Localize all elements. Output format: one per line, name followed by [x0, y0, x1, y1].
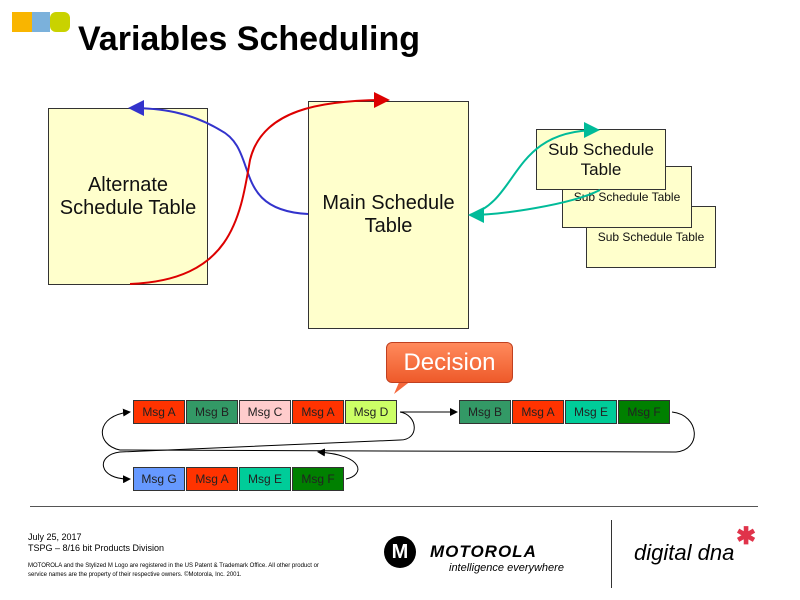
- message-slot: Msg A: [133, 400, 185, 424]
- message-slot: Msg A: [186, 467, 238, 491]
- message-slot: Msg F: [292, 467, 344, 491]
- message-slot: Msg E: [565, 400, 617, 424]
- main-schedule-table: Main Schedule Table: [308, 101, 469, 329]
- sub-schedule-table-1: Sub Schedule Table: [536, 129, 666, 190]
- sub-table-label: Sub Schedule Table: [548, 139, 654, 179]
- message-slot: Msg A: [292, 400, 344, 424]
- footer-division: TSPG – 8/16 bit Products Division: [28, 543, 165, 553]
- message-slot: Msg E: [239, 467, 291, 491]
- message-slot: Msg A: [512, 400, 564, 424]
- message-slot: Msg F: [618, 400, 670, 424]
- alternate-table-label: Alternate Schedule Table: [59, 173, 197, 219]
- digitaldna-wordmark: digital dna: [634, 540, 735, 565]
- alternate-schedule-table: Alternate Schedule Table: [48, 108, 208, 285]
- motorola-tagline: intelligence everywhere: [449, 562, 564, 574]
- motorola-logo-icon: M: [384, 536, 416, 568]
- footer-date: July 25, 2017: [28, 532, 82, 542]
- message-slot: Msg G: [133, 467, 185, 491]
- message-slot: Msg B: [459, 400, 511, 424]
- sub-table-label: Sub Schedule Table: [573, 190, 681, 204]
- footer-divider: [30, 506, 758, 507]
- message-slot: Msg D: [345, 400, 397, 424]
- page-title: Variables Scheduling: [78, 20, 421, 58]
- footer-legal: MOTOROLA and the Stylized M Logo are reg…: [28, 563, 319, 578]
- motorola-wordmark: MOTOROLA: [430, 542, 537, 561]
- decision-callout: Decision: [386, 342, 513, 383]
- decision-label: Decision: [403, 348, 496, 376]
- nxp-logo: [12, 10, 72, 34]
- logo-divider: [611, 520, 612, 588]
- message-slot: Msg B: [186, 400, 238, 424]
- sub-table-label: Sub Schedule Table: [597, 230, 705, 244]
- main-table-label: Main Schedule Table: [322, 192, 455, 237]
- message-slot: Msg C: [239, 400, 291, 424]
- digitaldna-asterisk-icon: ✱: [736, 523, 757, 550]
